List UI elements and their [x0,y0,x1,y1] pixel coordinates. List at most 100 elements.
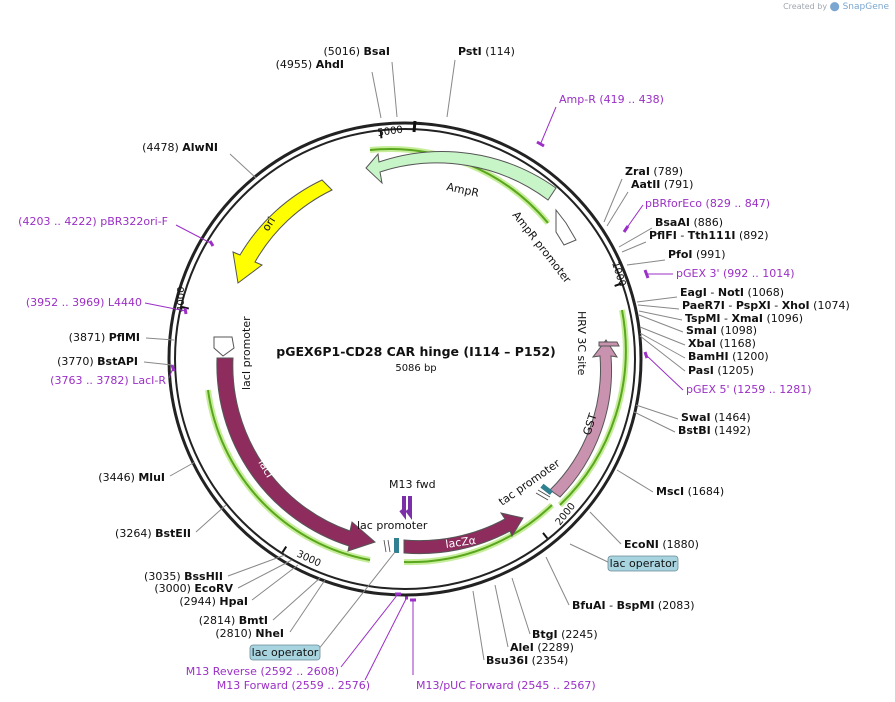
hrv-3c-site-arrow[interactable] [598,341,620,347]
tac-promoter-mark [535,489,551,501]
site-zrai[interactable]: ZraI (789) [625,165,683,178]
primer-m13-forward[interactable]: M13 Forward (2559 .. 2576) [217,679,370,692]
site-bsteii[interactable]: (3264) BstEII [115,527,191,540]
leader-alei [494,584,509,648]
leader-bsu36i [472,590,485,661]
site-mlui[interactable]: (3446) MluI [98,471,165,484]
tick-label-4000: 4000 [176,287,187,312]
site-bsai[interactable]: (5016) BsaI [323,45,390,58]
primer-amp-r[interactable]: Amp-R (419 .. 438) [559,93,664,106]
primer-laci-r[interactable]: (3763 .. 3782) LacI-R [50,374,166,387]
credit-brand: SnapGene [842,2,889,12]
site-bsaai[interactable]: BsaAI (886) [655,216,723,229]
tick-1000 [614,282,622,287]
m13-fwd-label: M13 fwd [389,478,436,491]
ori-arrow[interactable] [232,179,333,284]
lac-operator-box-0[interactable] [607,555,679,572]
site-bsu36i[interactable]: Bsu36I (2354) [486,654,568,667]
leader-nhei [289,579,326,633]
laczalpha-label: lacZα [445,534,477,551]
box-leader-1 [317,551,396,651]
site-psti[interactable]: PstI (114) [458,45,515,58]
features [213,151,620,555]
leader-bfuai [545,556,570,606]
backbone [167,121,643,597]
snapgene-logo: ⬤ SnapGene [829,2,889,12]
tick-2000 [542,532,549,540]
site-bsshii[interactable]: (3035) BssHII [144,570,223,583]
site-tspmi[interactable]: TspMI - XmaI (1096) [685,312,803,325]
site-nhei[interactable]: (2810) NheI [215,627,284,640]
site-pflfi[interactable]: PflFI - Tth111I (892) [649,229,769,242]
leader-pflmi [145,337,175,341]
primer-leader-1 [625,204,644,230]
leader-alwni [229,153,257,179]
site-btgi[interactable]: BtgI (2245) [532,628,598,641]
site-eagi[interactable]: EagI - NotI (1068) [680,286,784,299]
site-msci[interactable]: MscI (1684) [656,485,724,498]
leader-bsteii [195,504,227,533]
primer-l4440[interactable]: (3952 .. 3969) L4440 [26,296,142,309]
lac-promoter-mark [383,539,391,553]
ampr-promoter-arrow[interactable] [555,208,577,246]
leader-econi [589,511,622,545]
leader-lines [143,59,686,681]
leader-swai [635,404,679,420]
laci-arrow[interactable] [216,357,376,552]
site-ecorv[interactable]: (3000) EcoRV [154,582,233,595]
primer-leader-9 [175,224,212,244]
laci-promoter-arrow[interactable] [213,336,235,357]
site-smai[interactable]: SmaI (1098) [686,324,757,337]
site-ahdi[interactable]: (4955) AhdI [276,58,344,71]
tick-label-3000: 3000 [295,549,323,570]
gst-arrow[interactable] [549,339,619,498]
site-bstbi[interactable]: BstBI (1492) [678,424,751,437]
snapgene-credit: Created by ⬤ SnapGene [783,2,889,12]
leader-btgi [511,577,531,635]
lac-operator-box-1[interactable] [249,644,321,661]
site-hpai[interactable]: (2944) HpaI [179,595,248,608]
primer-pgex-5-[interactable]: pGEX 5' (1259 .. 1281) [686,383,812,396]
site-pfoi[interactable]: PfoI (991) [668,248,726,261]
origin-marker [412,120,417,133]
ampr-label: AmpR [445,180,480,200]
leader-psti [446,59,456,118]
site-aatii[interactable]: AatII (791) [631,178,693,191]
site-bmti[interactable]: (2814) BmtI [199,614,268,627]
primer-pgex-3-[interactable]: pGEX 3' (992 .. 1014) [676,267,795,280]
leader-bmti [272,577,321,621]
m13-fwd-primer-b[interactable] [405,496,412,520]
leader-bstbi [633,411,676,433]
site-pflmi[interactable]: (3871) PflMI [69,331,140,344]
leader-bamhi [639,332,686,359]
site-paer7i[interactable]: PaeR7I - PspXI - XhoI (1074) [682,299,850,312]
credit-prefix: Created by [783,2,828,11]
site-bfuai[interactable]: BfuAI - BspMI (2083) [572,599,695,612]
site-alwni[interactable]: (4478) AlwNI [142,141,218,154]
plasmid-name: pGEX6P1-CD28 CAR hinge (I114 – P152) [276,344,556,359]
site-swai[interactable]: SwaI (1464) [681,411,751,424]
primer-pbrforeco[interactable]: pBRforEco (829 .. 847) [645,197,770,210]
laczalpha-arrow[interactable] [403,512,524,555]
tac-operator-mark[interactable] [540,483,553,496]
site-pasi[interactable]: PasI (1205) [688,364,754,377]
primer-leader-8 [144,302,186,312]
site-bamhi[interactable]: BamHI (1200) [688,350,769,363]
m13-fwd-primer-a[interactable] [399,496,406,520]
site-alei[interactable]: AleI (2289) [510,641,574,654]
site-bstapi[interactable]: (3770) BstAPI [57,355,138,368]
orf-line-gst [559,309,627,506]
tick-5000 [379,131,383,139]
lac-operator-mark[interactable] [394,538,399,553]
orf-line-laci [207,389,371,561]
ampr-arrow[interactable] [365,151,557,201]
site-labels: (5016) BsaI(4955) AhdI (4478) AlwNI (3871)… [18,45,850,692]
primer-pbr322ori-f[interactable]: (4203 .. 4222) pBR322ori-F [18,215,168,228]
leader-xbai [639,326,686,346]
site-econi[interactable]: EcoNI (1880) [624,538,699,551]
primer-m13-reverse[interactable]: M13 Reverse (2592 .. 2608) [186,665,339,678]
leader-smai [638,314,684,333]
leader-bsai [391,61,398,118]
site-xbai[interactable]: XbaI (1168) [688,337,756,350]
primer-m13-puc-forward[interactable]: M13/pUC Forward (2545 .. 2567) [416,679,596,692]
